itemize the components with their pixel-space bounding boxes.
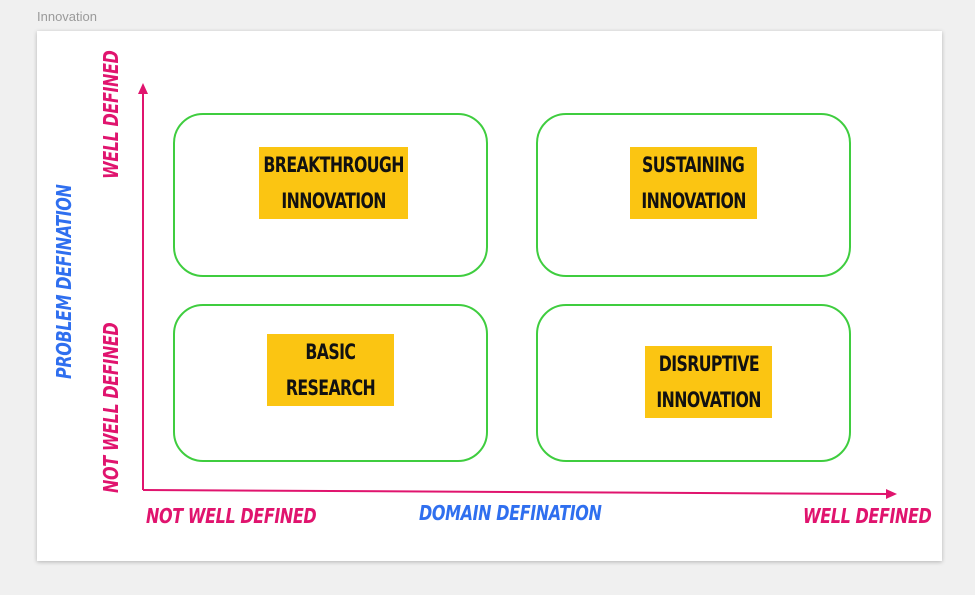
sticky-line-2: INNOVATION <box>641 189 746 213</box>
frame-title: Innovation <box>37 9 97 24</box>
axes <box>138 83 897 499</box>
y-axis-title: PROBLEM DEFINATION <box>52 184 76 379</box>
sticky-sustaining-innovation[interactable]: SUSTAINING INNOVATION <box>630 147 757 219</box>
quadrant-bottom-left[interactable] <box>173 304 488 462</box>
y-axis-high-label: WELL DEFINED <box>99 50 123 179</box>
quadrant-bottom-right[interactable] <box>536 304 851 462</box>
x-axis-title: DOMAIN DEFINATION <box>419 501 602 525</box>
x-axis-low-label: NOT WELL DEFINED <box>146 504 317 528</box>
sticky-line-1: SUSTAINING <box>642 153 745 177</box>
y-axis-low-label: NOT WELL DEFINED <box>99 322 123 493</box>
sticky-line-1: BREAKTHROUGH <box>263 153 404 177</box>
x-axis-arrowhead <box>886 489 897 499</box>
x-axis-line <box>142 489 888 495</box>
sticky-line-2: RESEARCH <box>285 376 376 400</box>
sticky-basic-research[interactable]: BASIC RESEARCH <box>267 334 394 406</box>
y-axis-arrowhead <box>138 83 148 94</box>
sticky-line-2: INNOVATION <box>656 388 761 412</box>
sticky-breakthrough-innovation[interactable]: BREAKTHROUGH INNOVATION <box>259 147 408 219</box>
quadrant-top-right[interactable] <box>536 113 851 277</box>
sticky-line-1: DISRUPTIVE <box>658 352 759 376</box>
whiteboard[interactable]: BREAKTHROUGH INNOVATION SUSTAINING INNOV… <box>37 31 942 561</box>
x-axis-high-label: WELL DEFINED <box>803 504 932 528</box>
sticky-line-2: INNOVATION <box>281 189 386 213</box>
quadrant-top-left[interactable] <box>173 113 488 277</box>
sticky-line-1: BASIC <box>305 340 357 364</box>
sticky-disruptive-innovation[interactable]: DISRUPTIVE INNOVATION <box>645 346 772 418</box>
